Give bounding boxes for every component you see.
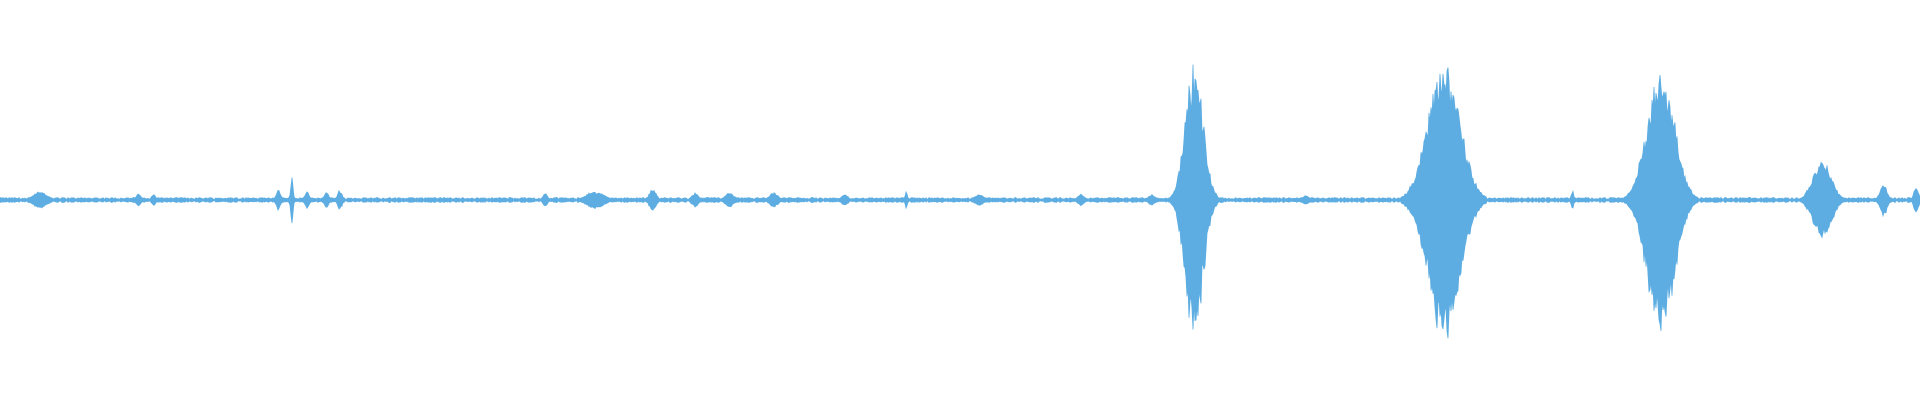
waveform-envelope (0, 64, 1920, 339)
